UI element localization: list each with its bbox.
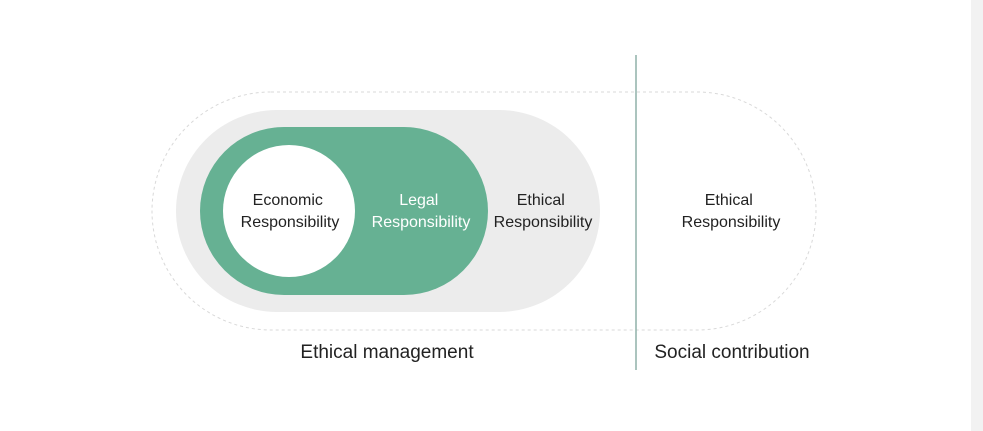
ethical-outer-line1: Ethical bbox=[705, 192, 753, 209]
dashed-outline-capsule bbox=[151, 91, 817, 331]
ethical-inner-line2: Responsibility bbox=[494, 214, 593, 231]
economic-line1: Economic bbox=[253, 192, 323, 209]
page-scroll-strip bbox=[971, 0, 983, 431]
caption-ethical-management: Ethical management bbox=[300, 342, 474, 363]
legal-line1: Legal bbox=[399, 192, 438, 209]
ethical-responsibility-inner-label: Ethical Responsibility bbox=[494, 192, 593, 231]
legal-line2: Responsibility bbox=[372, 214, 471, 231]
economic-responsibility-circle bbox=[223, 145, 355, 277]
legal-responsibility-label: Legal Responsibility bbox=[372, 192, 471, 231]
economic-line2: Responsibility bbox=[241, 214, 340, 231]
caption-social-contribution: Social contribution bbox=[654, 342, 809, 363]
ethical-inner-line1: Ethical bbox=[517, 192, 565, 209]
economic-responsibility-label: Economic Responsibility bbox=[241, 192, 340, 231]
ethical-responsibility-outer-label: Ethical Responsibility bbox=[682, 192, 781, 231]
ethical-outer-line2: Responsibility bbox=[682, 214, 781, 231]
